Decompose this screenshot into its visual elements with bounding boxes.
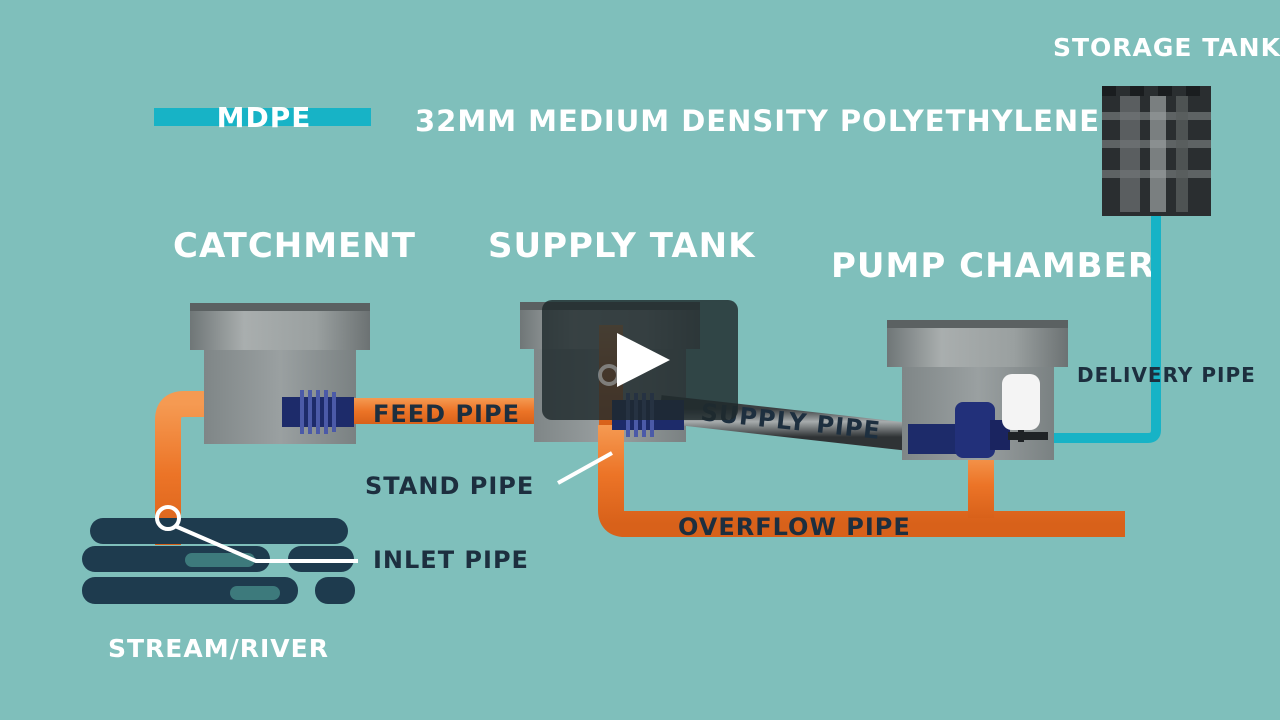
supply-tank-title: SUPPLY TANK [488,226,756,266]
mdpe-label: MDPE [217,101,312,134]
inlet-leader-line [174,524,358,563]
catchment-title: CATCHMENT [173,226,416,266]
storage-tank-title: STORAGE TANK [1053,33,1280,62]
inlet-marker [155,505,181,531]
catchment-filter [282,390,354,434]
overflow-pipe [598,425,1125,537]
stream-river-label: STREAM/RIVER [108,634,329,663]
delivery-pipe [1045,216,1161,443]
inlet-pipe-label: INLET PIPE [373,546,529,574]
pump-drain-pipe [968,452,994,518]
pump [908,374,1048,458]
mdpe-description: 32MM MEDIUM DENSITY POLYETHYLENE [415,104,1100,138]
mdpe-swatch [154,108,371,126]
feed-pipe [350,398,535,424]
stand-pipe-label: STAND PIPE [365,472,534,500]
pump-chamber-title: PUMP CHAMBER [831,246,1155,286]
delivery-pipe-label: DELIVERY PIPE [1077,363,1256,387]
play-button[interactable] [542,300,738,420]
overflow-pipe-label: OVERFLOW PIPE [678,513,911,541]
catchment-tank [190,303,370,444]
inlet-pipe [155,391,210,545]
storage-tank [1102,86,1211,216]
feed-pipe-label: FEED PIPE [373,400,520,428]
play-icon [617,333,670,387]
stand-pipe-leader-line [557,451,613,485]
